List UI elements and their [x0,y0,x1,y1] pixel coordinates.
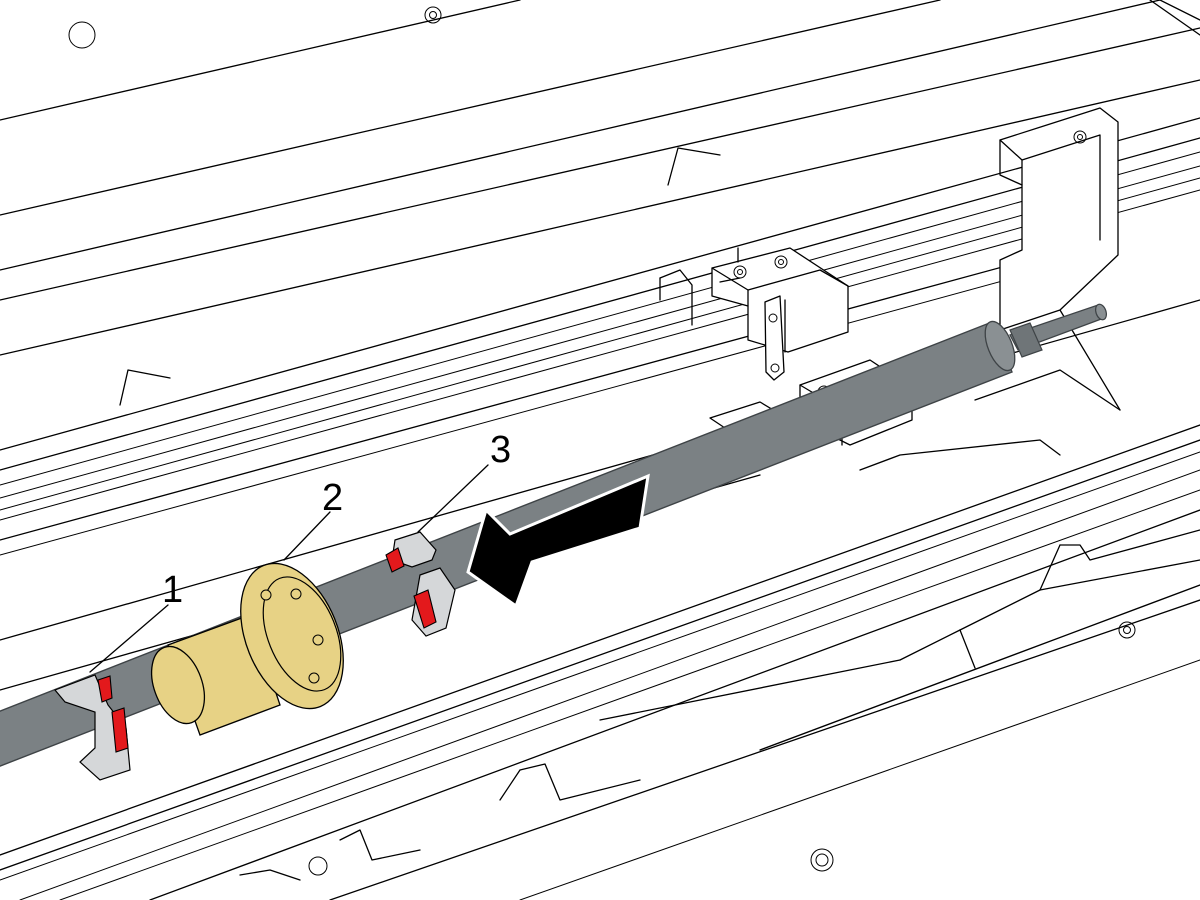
right-bracket [999,107,1119,331]
callout-label-1: 1 [162,569,183,611]
retaining-clip-1 [53,674,131,781]
retaining-clip-3 [385,531,456,637]
callout-label-3: 3 [490,429,511,471]
upper-frame [0,0,1200,406]
callout-label-2: 2 [322,477,343,519]
callout-leaders [89,464,489,673]
lead-screw-nut-2 [150,562,344,736]
sensor-bracket [659,247,849,381]
lower-housing [239,529,1200,881]
arrow-icon [466,473,650,609]
